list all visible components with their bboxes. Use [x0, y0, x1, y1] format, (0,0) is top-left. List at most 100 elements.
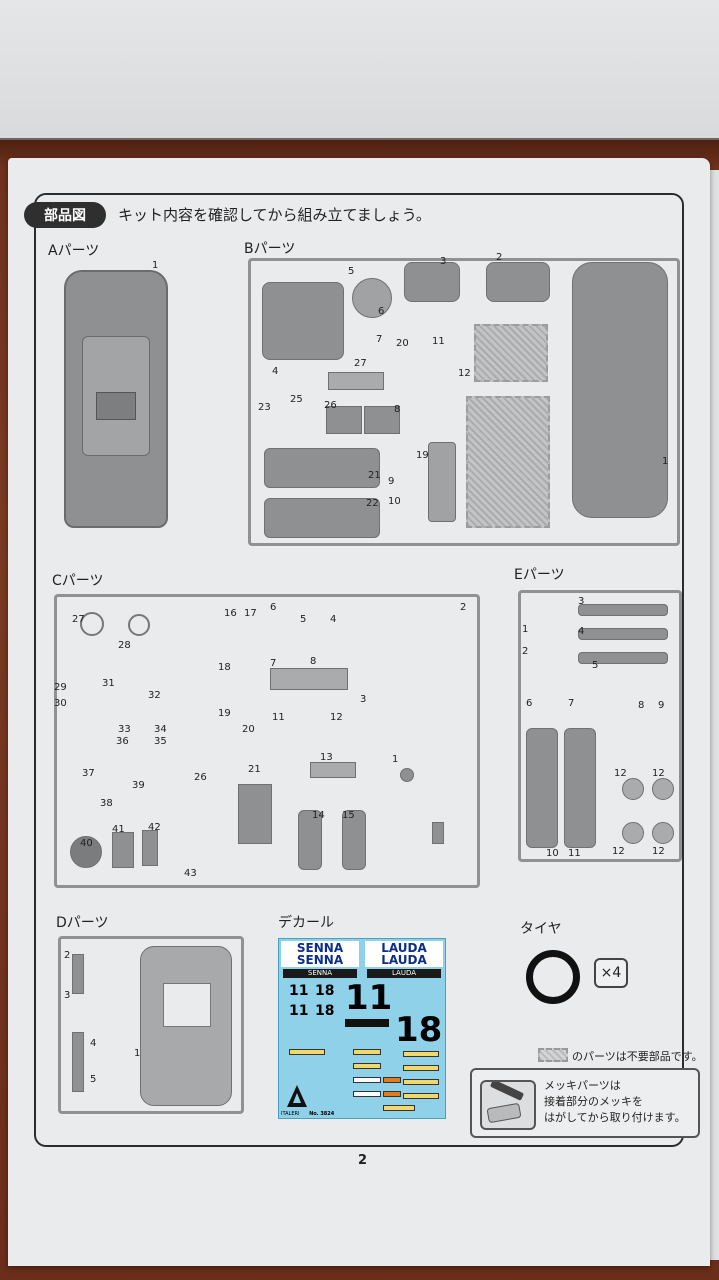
- part-number: 3: [578, 596, 585, 607]
- panel-part: [326, 406, 362, 434]
- decal-small-strip: [383, 1077, 401, 1083]
- panel-part: [364, 406, 400, 434]
- wheel-part: [622, 778, 644, 800]
- unused-part-area: [466, 396, 550, 528]
- section-label-tire: タイヤ: [520, 921, 562, 937]
- page-number: 2: [358, 1153, 368, 1168]
- section-label-c: Cパーツ: [52, 573, 104, 589]
- italeri-logo: [287, 1085, 307, 1107]
- part-number: 4: [578, 626, 585, 637]
- block-part: [112, 832, 134, 868]
- part-number: 12: [458, 368, 471, 379]
- runner-b: [248, 258, 680, 546]
- seat-part: [404, 262, 460, 302]
- part-number: 19: [218, 708, 231, 719]
- decal-sheet: SENNA SENNA SENNA LAUDA LAUDA LAUDA 11 1…: [278, 938, 446, 1119]
- part-number: 8: [394, 404, 401, 415]
- part-number: 42: [148, 822, 161, 833]
- part-number: 10: [388, 496, 401, 507]
- part-number: 16: [224, 608, 237, 619]
- part-number: 3: [64, 990, 71, 1001]
- engine-part: [270, 668, 348, 690]
- car-body-part: [64, 270, 168, 528]
- part-number: 9: [658, 700, 665, 711]
- door-panel-part: [264, 448, 380, 488]
- part-number: 1: [134, 1048, 141, 1059]
- decal-number-large: 18: [395, 1010, 443, 1050]
- part-number: 3: [360, 694, 367, 705]
- decal-brand: ITALERI: [281, 1111, 300, 1117]
- section-label-b: Bパーツ: [244, 241, 296, 257]
- part-number: 11: [568, 848, 581, 859]
- decal-senna-band: SENNA: [283, 969, 357, 978]
- tire-count-badge: ×4: [594, 958, 628, 988]
- part-number: 3: [440, 256, 447, 267]
- content-frame: [34, 193, 684, 1147]
- part-number: 12: [330, 712, 343, 723]
- part-number: 37: [82, 768, 95, 779]
- runner-d: [58, 936, 244, 1114]
- part-number: 27: [72, 614, 85, 625]
- part-number: 17: [244, 608, 257, 619]
- part-number: 5: [348, 266, 355, 277]
- plating-line: メッキパーツは: [544, 1079, 621, 1092]
- bumper-part: [578, 628, 668, 640]
- part-number: 7: [376, 334, 383, 345]
- part-number: 8: [310, 656, 317, 667]
- decal-lauda-text: LAUDA: [381, 941, 427, 955]
- decal-senna-text: SENNA: [296, 953, 344, 967]
- block-part: [142, 830, 158, 866]
- decal-number-large: 11: [345, 978, 393, 1018]
- shock-part: [298, 810, 322, 870]
- part-number: 10: [546, 848, 559, 859]
- part-number: 38: [100, 798, 113, 809]
- grille-part: [310, 762, 356, 778]
- plating-line: はがしてから取り付けます。: [544, 1111, 686, 1124]
- part-number: 14: [312, 810, 325, 821]
- part-number: 39: [132, 780, 145, 791]
- part-number: 25: [290, 394, 303, 405]
- part-number: 20: [396, 338, 409, 349]
- part-number: 31: [102, 678, 115, 689]
- part-number: 40: [80, 838, 93, 849]
- shock-part: [342, 810, 366, 870]
- door-panel-part: [264, 498, 380, 538]
- part-number: 6: [378, 306, 385, 317]
- part-number: 36: [116, 736, 129, 747]
- column-part: [428, 442, 456, 522]
- part-number: 5: [90, 1074, 97, 1085]
- cap-part: [70, 836, 102, 868]
- instruction-sheet: 部品図 キット内容を確認してから組み立てましょう。 Aパーツ 1 Bパーツ 5 …: [8, 158, 710, 1266]
- part-number: 6: [526, 698, 533, 709]
- part-number: 4: [90, 1038, 97, 1049]
- decal-black-bar: [345, 1019, 389, 1027]
- part-number: 34: [154, 724, 167, 735]
- part-number: 20: [242, 724, 255, 735]
- panel-part: [328, 372, 384, 390]
- instruction-text: キット内容を確認してから組み立てましょう。: [118, 206, 431, 224]
- decal-small-strip: [403, 1093, 439, 1099]
- part-number: 41: [112, 824, 125, 835]
- muffler-part: [432, 822, 444, 844]
- decal-small-strip: [383, 1091, 401, 1097]
- section-label-d: Dパーツ: [56, 915, 109, 931]
- part-number: 29: [54, 682, 67, 693]
- decal-small-strip: [289, 1049, 325, 1055]
- runner-e: [518, 590, 682, 862]
- plating-line: 接着部分のメッキを: [544, 1095, 643, 1108]
- part-number: 6: [270, 602, 277, 613]
- gear-part: [128, 614, 150, 636]
- part-number: 19: [416, 450, 429, 461]
- decal-number: 11: [289, 1003, 309, 1019]
- part-number: 5: [300, 614, 307, 625]
- side-panel-part: [526, 728, 558, 848]
- seat-part: [262, 282, 344, 360]
- runner-c: [54, 594, 480, 888]
- plating-note-text: メッキパーツは 接着部分のメッキを はがしてから取り付けます。: [544, 1078, 686, 1126]
- radiator-part: [238, 784, 272, 844]
- unused-part-area: [474, 324, 548, 382]
- wheel-part: [352, 278, 392, 318]
- decal-small-strip: [353, 1049, 381, 1055]
- decal-lauda-block: LAUDA LAUDA: [365, 941, 443, 967]
- plating-file-icon: [480, 1079, 536, 1130]
